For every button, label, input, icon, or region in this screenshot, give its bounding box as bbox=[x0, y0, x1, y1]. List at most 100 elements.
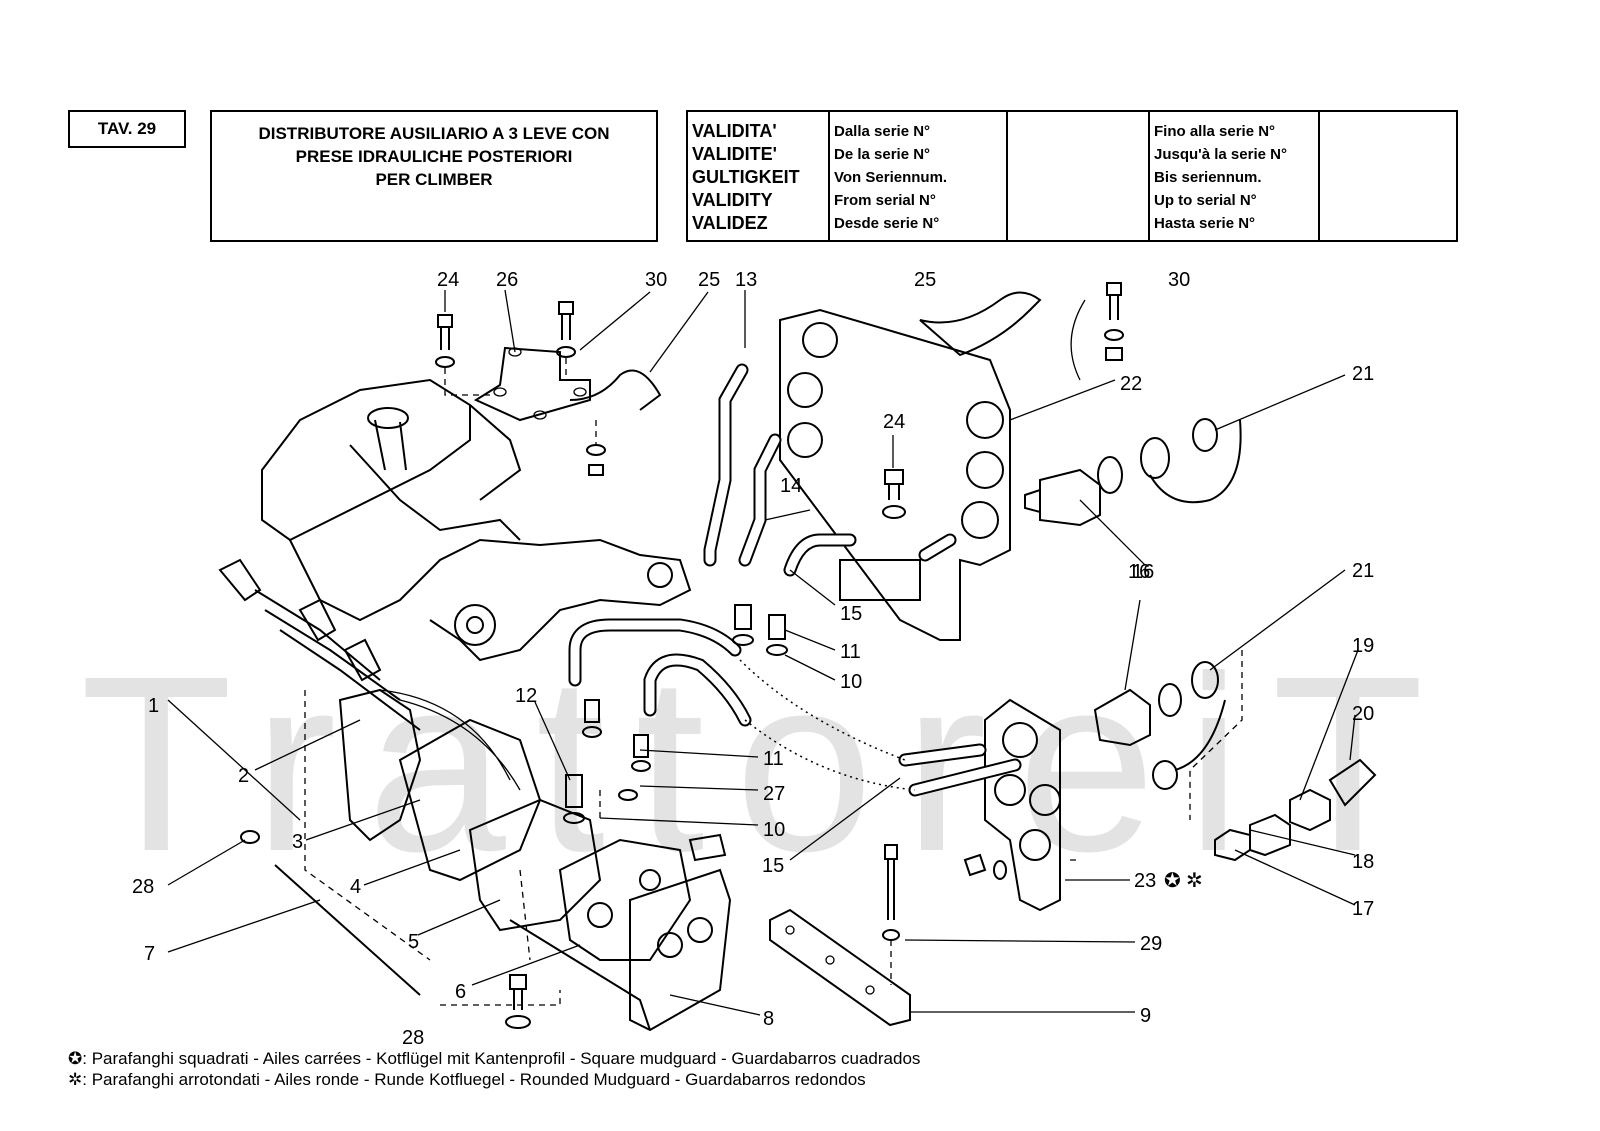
callout-14: 14 bbox=[780, 475, 802, 497]
from-serial-label: De la serie N° bbox=[834, 146, 931, 163]
callout-24: 24 bbox=[437, 269, 459, 291]
bolt-30-upper bbox=[556, 301, 606, 476]
callout-19: 19 bbox=[1352, 635, 1374, 657]
callout-4: 4 bbox=[350, 876, 361, 898]
callout-16: 16 bbox=[1132, 561, 1154, 583]
callout-29: 29 bbox=[1140, 933, 1162, 955]
callout-30: 30 bbox=[645, 269, 667, 291]
callout-23: 23 bbox=[1134, 870, 1156, 892]
coupler-17-20 bbox=[1214, 758, 1377, 862]
to-serial-label: Hasta serie N° bbox=[1154, 215, 1256, 232]
control-levers bbox=[218, 558, 421, 731]
spring-clip-25-left bbox=[569, 369, 662, 411]
callout-1: 1 bbox=[148, 695, 159, 717]
bolt-30-right bbox=[1070, 282, 1124, 381]
callout-25: 25 bbox=[698, 269, 720, 291]
callout-11: 11 bbox=[763, 748, 784, 770]
callout-25: 25 bbox=[914, 269, 936, 291]
table-number: TAV. 29 bbox=[68, 110, 186, 148]
validity-label: VALIDITY bbox=[692, 190, 773, 210]
bolt-28-lower bbox=[505, 974, 531, 1029]
assembly-lines-upper-left bbox=[444, 358, 597, 445]
callout-2: 2 bbox=[238, 765, 249, 787]
bracket-26 bbox=[473, 346, 591, 422]
from-serial-label: Desde serie N° bbox=[834, 215, 940, 232]
callout-16: 16 bbox=[1128, 561, 1150, 583]
watermark: TrattoreiT bbox=[80, 624, 1454, 903]
from-serial-label: Dalla serie N° bbox=[834, 123, 931, 140]
title-line-2: PRESE IDRAULICHE POSTERIORI bbox=[295, 147, 573, 166]
legend-square-mudguard: ✪: Parafanghi squadrati - Ailes carrées … bbox=[68, 1048, 920, 1069]
callout-30: 30 bbox=[1168, 269, 1190, 291]
bar-9 bbox=[769, 908, 911, 1027]
callout-3: 3 bbox=[292, 831, 303, 853]
distributor-valve-block bbox=[338, 688, 727, 961]
spring-clip-25-right bbox=[919, 291, 1042, 357]
callout-11: 11 bbox=[840, 641, 861, 663]
callout-21: 21 bbox=[1352, 560, 1374, 582]
callout-13: 13 bbox=[735, 269, 757, 291]
callout-9: 9 bbox=[1140, 1005, 1151, 1027]
callout-26: 26 bbox=[496, 269, 518, 291]
legend: ✪: Parafanghi squadrati - Ailes carrées … bbox=[68, 1048, 920, 1090]
to-serial-label: Bis seriennum. bbox=[1154, 169, 1262, 186]
validity-label: VALIDITA' bbox=[692, 121, 777, 141]
callout-7: 7 bbox=[144, 943, 155, 965]
lever-linkage bbox=[379, 689, 521, 791]
square-mudguard-symbol: ✪ bbox=[68, 1049, 83, 1068]
from-serial-labels: Dalla serie N° De la serie N° Von Serien… bbox=[830, 112, 1008, 240]
mounting-plate-8 bbox=[509, 868, 732, 1032]
quick-coupler-16-lower bbox=[1093, 661, 1226, 790]
from-serial-value bbox=[1008, 112, 1150, 240]
rear-plate-22 bbox=[779, 308, 1011, 641]
callout-18: 18 bbox=[1352, 851, 1374, 873]
callout-21: 21 bbox=[1352, 363, 1374, 385]
nut-28-upper bbox=[240, 830, 260, 844]
legend-rounded-mudguard: ✲: Parafanghi arrotondati - Ailes ronde … bbox=[68, 1069, 920, 1090]
bolt-29 bbox=[882, 844, 900, 941]
callout-10: 10 bbox=[840, 671, 862, 693]
callout-28: 28 bbox=[402, 1027, 424, 1049]
validity-label: VALIDEZ bbox=[692, 213, 768, 233]
bolt-24-mid bbox=[882, 469, 906, 519]
to-serial-label: Fino alla serie N° bbox=[1154, 123, 1276, 140]
callout-27: 27 bbox=[763, 783, 785, 805]
from-serial-label: From serial N° bbox=[834, 192, 936, 209]
hoses-15 bbox=[568, 618, 1022, 797]
to-serial-label: Jusqu'à la serie N° bbox=[1154, 146, 1287, 163]
callout-20: 20 bbox=[1352, 703, 1374, 725]
to-serial-labels: Fino alla serie N° Jusqu'à la serie N° B… bbox=[1150, 112, 1320, 240]
callout-5: 5 bbox=[408, 931, 419, 953]
callout-15: 15 bbox=[762, 855, 784, 877]
assembly-lines-lower bbox=[304, 650, 1243, 1006]
callout-15: 15 bbox=[840, 603, 862, 625]
rounded-mudguard-symbol: ✲ bbox=[68, 1070, 83, 1089]
callout-23-round-symbol: ✲ bbox=[1186, 870, 1203, 892]
callout-12: 12 bbox=[515, 685, 537, 707]
hoses-14 bbox=[703, 363, 957, 577]
validity-label: VALIDITE' bbox=[692, 144, 777, 164]
leader-lines bbox=[167, 289, 1359, 1016]
to-serial-label: Up to serial N° bbox=[1154, 192, 1257, 209]
page-title: DISTRIBUTORE AUSILIARIO A 3 LEVE CON PRE… bbox=[210, 110, 658, 242]
validity-label: GULTIGKEIT bbox=[692, 167, 800, 187]
square-mudguard-text: : Parafanghi squadrati - Ailes carrées -… bbox=[82, 1049, 921, 1068]
rear-plate-23 bbox=[963, 698, 1061, 912]
callout-22: 22 bbox=[1120, 373, 1142, 395]
callout-10: 10 bbox=[763, 819, 785, 841]
rod-7 bbox=[274, 864, 421, 996]
callout-28: 28 bbox=[132, 876, 154, 898]
validity-table: VALIDITA' VALIDITE' GULTIGKEIT VALIDITY … bbox=[686, 110, 1458, 242]
callout-8: 8 bbox=[763, 1008, 774, 1030]
callout-24: 24 bbox=[883, 411, 905, 433]
callout-23-square-symbol: ✪ bbox=[1164, 870, 1181, 892]
rounded-mudguard-text: : Parafanghi arrotondati - Ailes ronde -… bbox=[82, 1070, 866, 1089]
quick-coupler-16-upper bbox=[1024, 418, 1242, 527]
from-serial-label: Von Seriennum. bbox=[834, 169, 948, 186]
title-line-1: DISTRIBUTORE AUSILIARIO A 3 LEVE CON bbox=[258, 124, 610, 143]
validity-labels: VALIDITA' VALIDITE' GULTIGKEIT VALIDITY … bbox=[688, 112, 830, 240]
lift-arm-assembly bbox=[261, 378, 692, 662]
title-line-3: PER CLIMBER bbox=[375, 170, 493, 189]
callout-17: 17 bbox=[1352, 898, 1374, 920]
